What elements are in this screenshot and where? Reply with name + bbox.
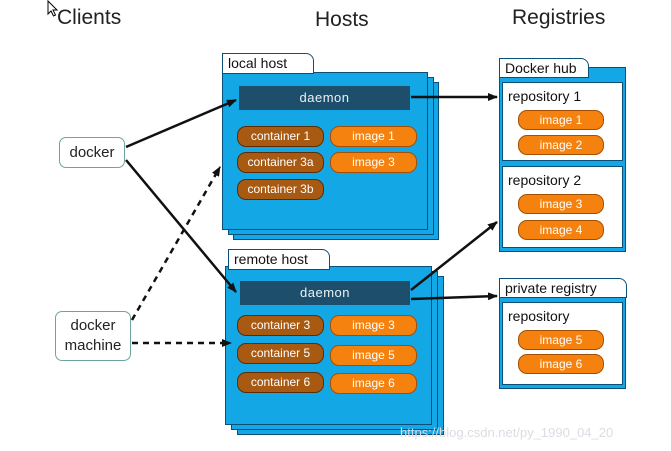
mouse-cursor-icon [47,0,59,17]
local-container-1: container 1 [237,126,324,147]
docker-hub-label: Docker hub [499,58,589,78]
remote-daemon: daemon [240,281,410,305]
local-host-label: local host [222,53,314,74]
docker-client: docker [59,137,125,168]
arrow-remote-daemon-to-private [410,292,498,301]
docker-machine-label-line2: machine [64,337,122,354]
remote-container-6: container 6 [237,372,324,393]
remote-image-5: image 5 [330,345,417,366]
watermark-text: https://blog.csdn.net/py_1990_04_20 [400,425,614,440]
arrow-machine-to-local-host [130,166,222,321]
private-registry-label: private registry [499,278,627,298]
registries-heading: Registries [512,6,606,29]
local-image-3: image 3 [330,152,417,173]
hosts-heading: Hosts [315,8,369,31]
remote-host-label: remote host [228,249,330,270]
hub-repo1-image-1: image 1 [518,110,604,130]
private-image-5: image 5 [518,330,604,350]
arrow-docker-to-local-daemon [125,98,237,149]
docker-machine-label-line1: docker [70,317,116,334]
docker-client-label: docker [69,144,115,161]
local-container-3a: container 3a [237,152,324,173]
remote-image-6: image 6 [330,373,417,394]
repository-2-label: repository 2 [508,172,582,188]
docker-machine-client: docker machine [55,311,131,361]
hub-repo1-image-2: image 2 [518,135,604,155]
hub-repo2-image-3: image 3 [518,194,604,214]
remote-container-5: container 5 [237,343,324,364]
arrow-remote-daemon-to-hub [410,221,498,291]
hub-repo2-image-4: image 4 [518,220,604,240]
remote-container-3: container 3 [237,315,324,336]
repository-1-label: repository 1 [508,88,582,104]
local-image-1: image 1 [330,126,417,147]
local-container-3b: container 3b [237,179,324,200]
local-daemon: daemon [239,86,410,110]
arrow-docker-to-remote-daemon [125,159,237,293]
clients-heading: Clients [57,6,122,29]
private-repository-label: repository [508,308,570,324]
remote-image-3: image 3 [330,315,417,336]
private-image-6: image 6 [518,354,604,374]
